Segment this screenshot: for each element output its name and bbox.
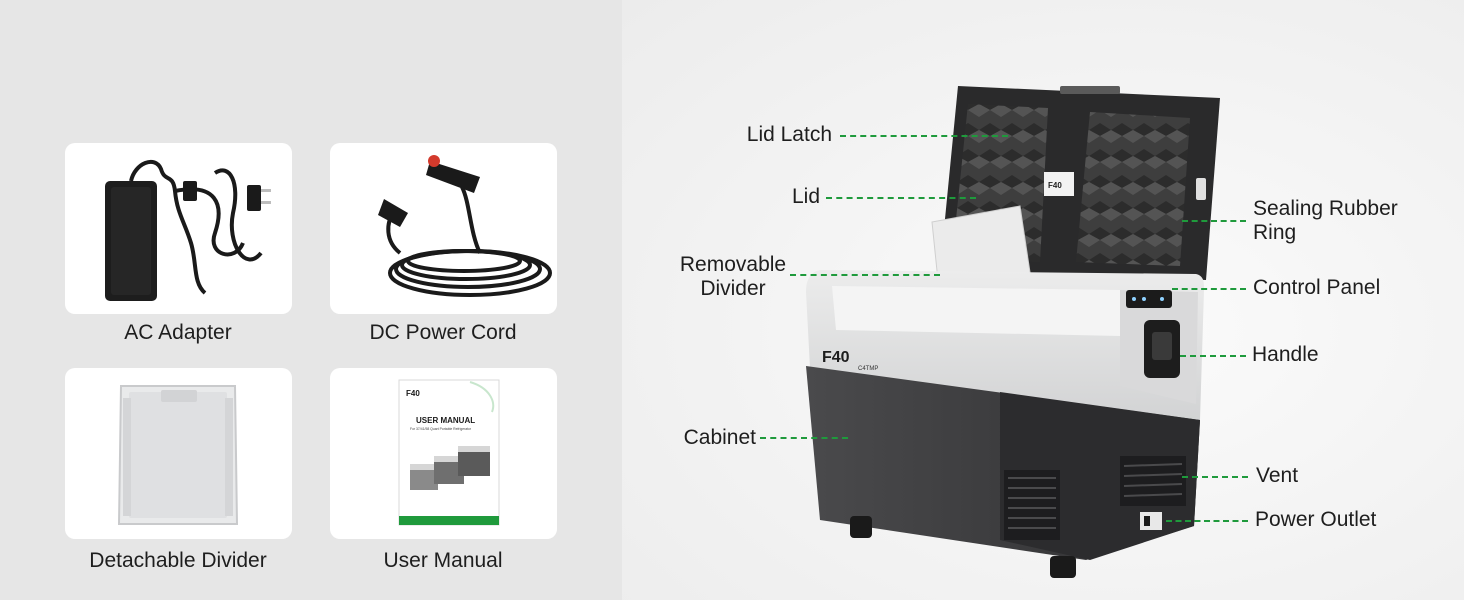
divider-caption: Detachable Divider: [89, 549, 267, 572]
dc-power-cord-card: [330, 143, 557, 314]
fridge-upper-body: F40 C4TMP: [806, 270, 1204, 420]
ac-adapter-card: [65, 143, 292, 314]
dc-power-cord-caption: DC Power Cord: [369, 321, 517, 344]
lid-badge: F40: [1048, 181, 1062, 190]
control-panel: [1126, 290, 1172, 308]
manual-subtitle: For 37/41/58 Quart Portable Refrigerator: [410, 427, 472, 431]
callout-sealing-line1: Sealing Rubber: [1253, 197, 1398, 220]
leader-sealing-ring: [1182, 220, 1246, 222]
leader-control-panel: [1172, 288, 1246, 290]
fridge-cabinet: [806, 366, 1200, 578]
callout-removable-divider: Removable Divider: [673, 253, 793, 301]
model-badge: F40: [822, 349, 850, 366]
ac-adapter-image: [105, 159, 271, 301]
user-manual-card: F40 USER MANUAL For 37/41/58 Quart Porta…: [330, 368, 557, 539]
fridge-image: F40 F40 C4TMP: [806, 86, 1220, 578]
callout-sealing-ring: Sealing Rubber Ring: [1253, 197, 1398, 245]
callout-vent: Vent: [1256, 464, 1299, 487]
user-manual-image: F40 USER MANUAL For 37/41/58 Quart Porta…: [398, 379, 500, 526]
leader-removable-divider: [790, 274, 940, 276]
power-outlet: [1140, 512, 1162, 530]
callout-sealing-line2: Ring: [1253, 221, 1297, 244]
accessories-panel: AC Adapter DC Power Cord Detachable Divi…: [0, 0, 622, 600]
leader-handle: [1180, 355, 1246, 357]
divider-card: [65, 368, 292, 539]
user-manual-caption: User Manual: [383, 549, 503, 572]
divider-image: [117, 385, 239, 525]
manual-brand: F40: [406, 389, 420, 398]
handle: [1144, 320, 1180, 378]
manual-title: USER MANUAL: [416, 416, 475, 425]
callout-lid-latch: Lid Latch: [746, 123, 832, 146]
model-sub-badge: C4TMP: [858, 366, 878, 372]
leader-vent: [1182, 476, 1248, 478]
leader-power-outlet: [1166, 520, 1248, 522]
callout-control-panel: Control Panel: [1253, 276, 1381, 299]
callout-lid: Lid: [791, 185, 820, 208]
ac-adapter-caption: AC Adapter: [124, 321, 232, 344]
callout-handle: Handle: [1252, 343, 1319, 366]
dc-power-cord-image: [378, 155, 552, 297]
leader-lid: [826, 197, 976, 199]
leader-cabinet: [760, 437, 848, 439]
callout-power-outlet: Power Outlet: [1255, 508, 1377, 531]
callout-removable-divider-line1: Removable: [679, 253, 787, 276]
leader-lid-latch: [840, 135, 1008, 137]
callout-removable-divider-line2: Divider: [700, 277, 766, 300]
callout-cabinet: Cabinet: [683, 426, 756, 449]
